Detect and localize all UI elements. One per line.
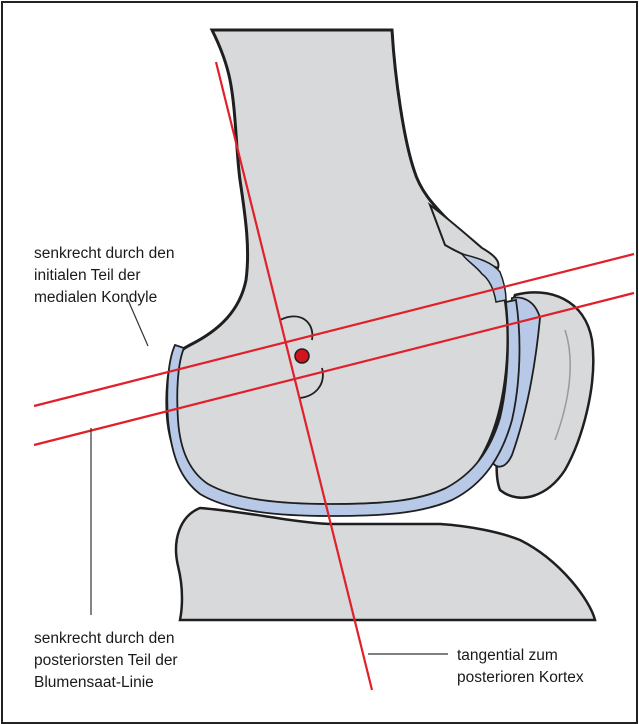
label-tangential-line-1: tangential zum [457, 645, 584, 667]
label-blumensaat-line-1: senkrecht durch den [34, 628, 178, 650]
label-tangential-line-2: posterioren Kortex [457, 667, 584, 689]
label-medial-line-3: medialen Kondyle [34, 287, 174, 309]
tibia [176, 508, 595, 620]
center-point [295, 349, 309, 363]
femur [167, 30, 508, 510]
label-medial-condyle: senkrecht durch den initialen Teil der m… [34, 243, 174, 309]
label-medial-line-2: initialen Teil der [34, 265, 174, 287]
label-tangential: tangential zum posterioren Kortex [457, 645, 584, 689]
label-medial-line-1: senkrecht durch den [34, 243, 174, 265]
label-blumensaat-line-2: posteriorsten Teil der [34, 650, 178, 672]
label-blumensaat: senkrecht durch den posteriorsten Teil d… [34, 628, 178, 694]
label-blumensaat-line-3: Blumensaat-Linie [34, 672, 178, 694]
